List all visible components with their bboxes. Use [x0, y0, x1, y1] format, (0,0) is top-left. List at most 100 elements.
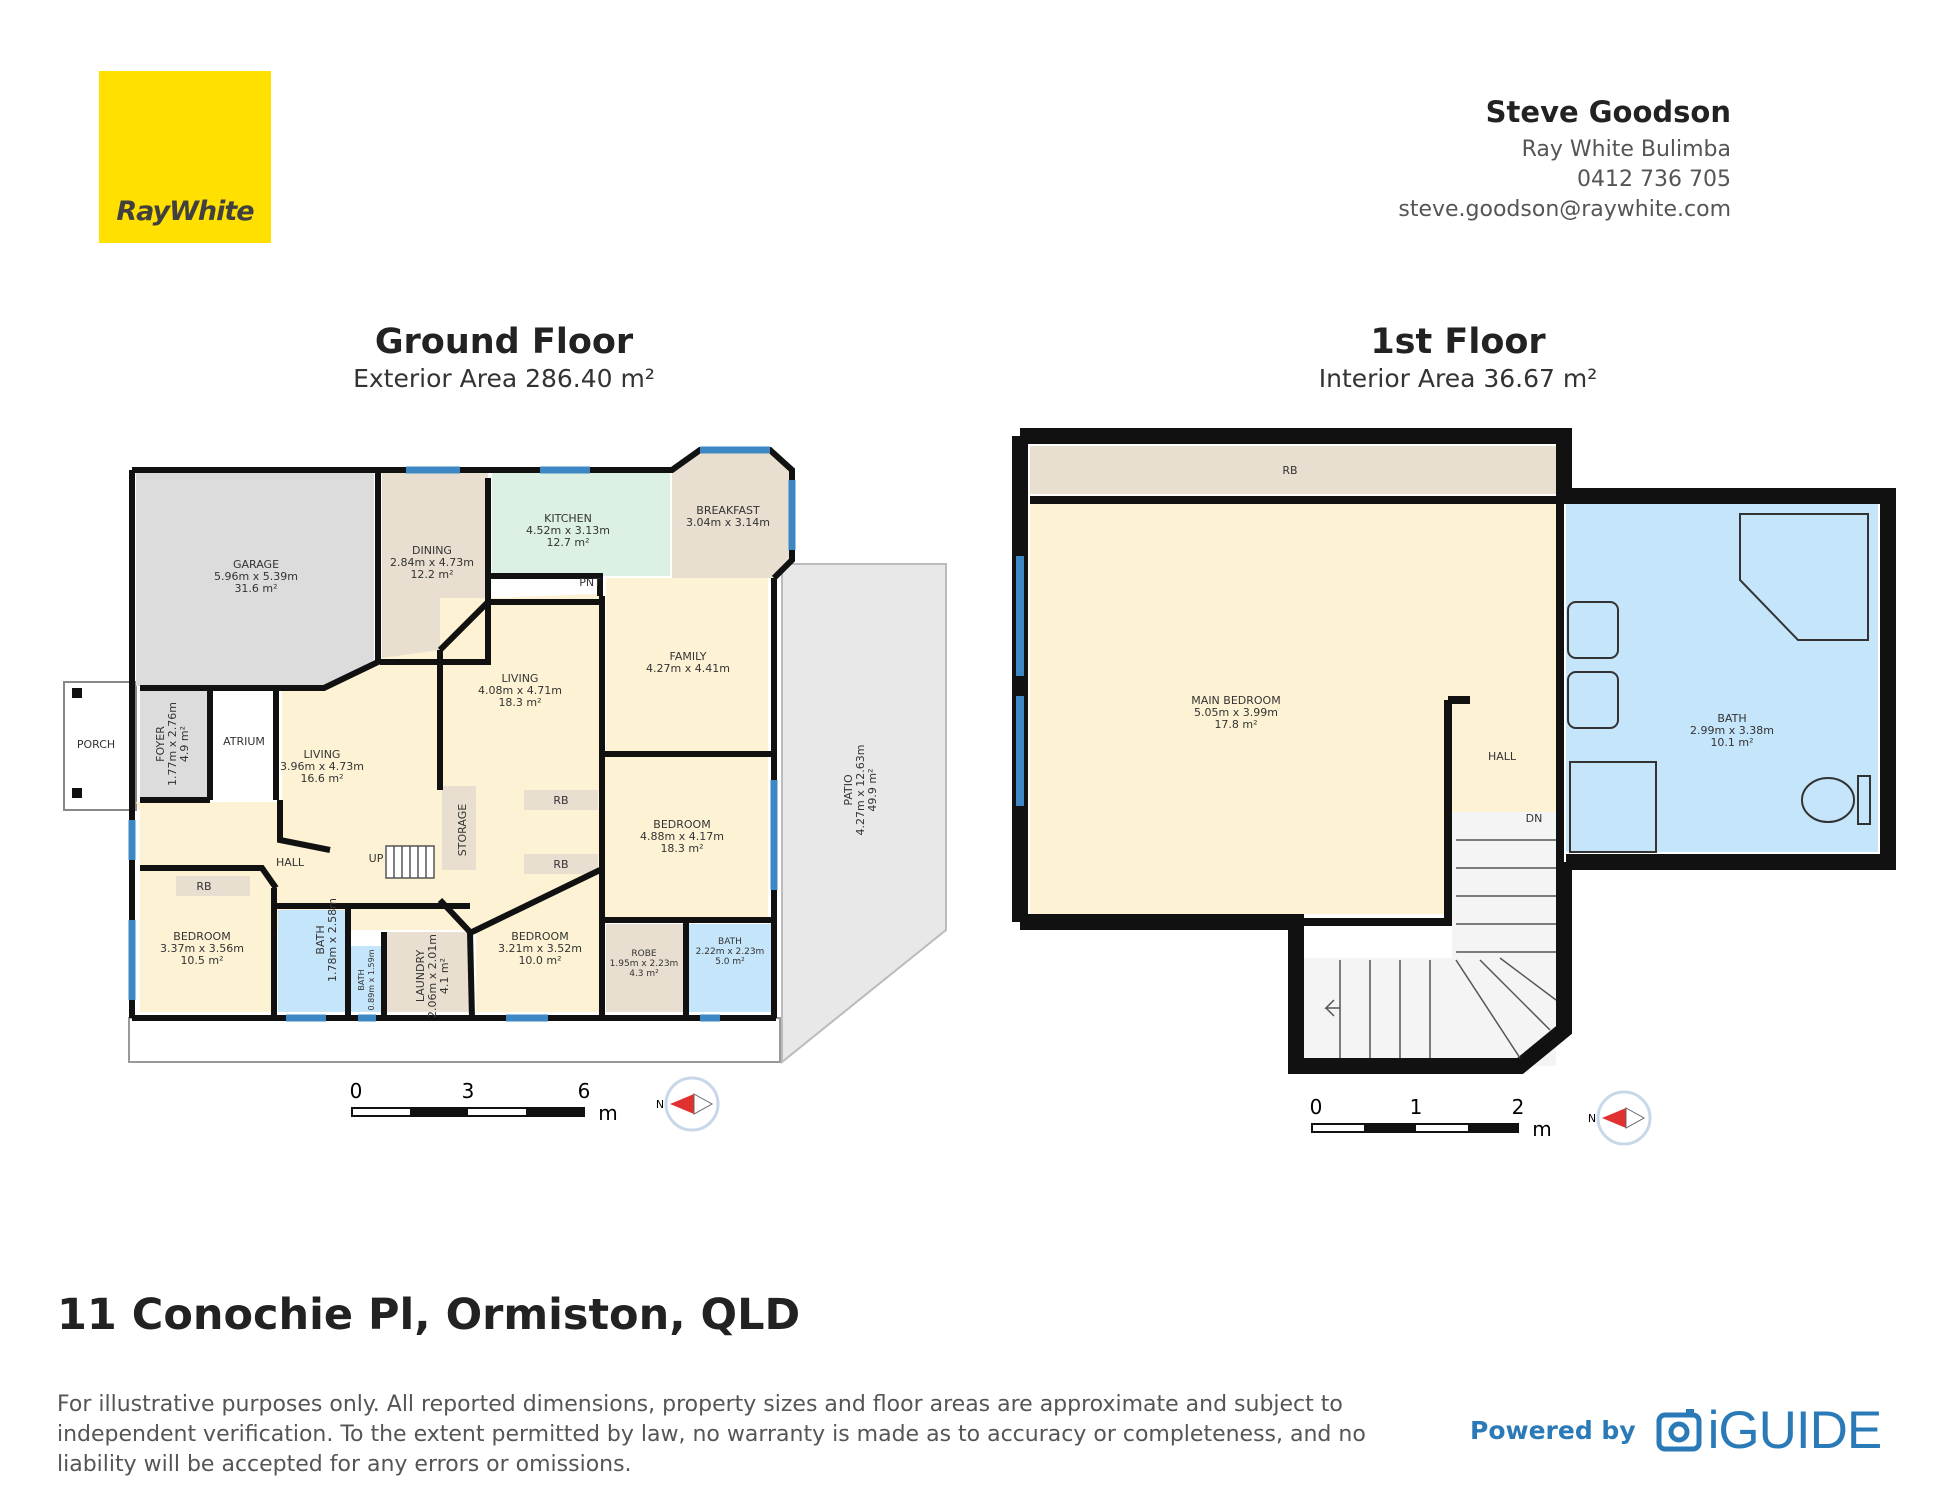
family-dims: 4.27m x 4.41m [646, 662, 730, 675]
laundry-dims: 2.06m x 2.01m [426, 934, 439, 1018]
scale-tick: 2 [1512, 1095, 1525, 1119]
ground-room-labels: GARAGE 5.96m x 5.39m 31.6 m² DINING 2.84… [77, 504, 879, 1018]
scale-unit: m [598, 1101, 617, 1125]
first-floor-plan: 0 1 2 m N RB MAIN BEDROOM 5.05m x 3.99m … [1012, 428, 1896, 1146]
bath-area-text: 10.1 m² [1710, 736, 1753, 749]
bath1-dims: 1.78m x 2.58m [326, 898, 339, 982]
dining-label: DINING [412, 544, 452, 557]
first-inner-walls [1030, 496, 1564, 926]
laundry-area-text: 4.1 m² [438, 958, 451, 994]
rb-label: RB [196, 880, 211, 893]
living1-label: LIVING [502, 672, 539, 685]
hall-label: HALL [276, 856, 305, 869]
robe-area-text: 4.3 m² [629, 969, 659, 979]
bath-dims: 2.99m x 3.38m [1690, 724, 1774, 737]
atrium-label: ATRIUM [223, 735, 265, 748]
scale-tick: 6 [578, 1079, 591, 1103]
bedroom-east-area-text: 18.3 m² [660, 842, 703, 855]
compass-icon: N [1588, 1090, 1652, 1146]
scale-tick: 3 [462, 1079, 475, 1103]
bedroom-west-label: BEDROOM [173, 930, 230, 943]
living2-dims: 3.96m x 4.73m [280, 760, 364, 773]
family-label: FAMILY [670, 650, 707, 663]
bath-label: BATH [1717, 712, 1746, 725]
bedroom-south-dims: 3.21m x 3.52m [498, 942, 582, 955]
breakfast-label: BREAKFAST [696, 504, 760, 517]
dn-label: DN [1526, 812, 1543, 825]
iguide-brand: iGUIDE [1707, 1401, 1883, 1460]
rb-label: RB [553, 858, 568, 871]
patio-dims: 4.27m x 12.63m [854, 745, 867, 836]
robe-label: ROBE [631, 949, 657, 959]
bedroom-west-area-text: 10.5 m² [180, 954, 223, 967]
first-floor-area: Interior Area 36.67 m² [1318, 364, 1598, 393]
bedroom-west-area [140, 868, 274, 1012]
bedroom-south-label: BEDROOM [511, 930, 568, 943]
garage-area-text: 31.6 m² [234, 582, 277, 595]
foyer-label: FOYER [154, 726, 167, 762]
foyer-area-text: 4.9 m² [178, 726, 191, 762]
ray-white-logo: RayWhite [99, 71, 271, 243]
property-address: 11 Conochie Pl, Ormiston, QLD [57, 1290, 801, 1340]
bath3-area [688, 924, 772, 1012]
first-floor-heading: 1st Floor Interior Area 36.67 m² [1158, 322, 1758, 393]
bath1-label: BATH [314, 925, 327, 954]
powered-by-iguide[interactable]: Powered by iGUIDE [1470, 1400, 1883, 1461]
garage-label: GARAGE [233, 558, 279, 571]
floor-plans: 0 3 6 m N GARAGE 5.96m x 5.39m 31.6 m² D… [63, 428, 1896, 1146]
hall-area [1452, 706, 1556, 808]
garage-dims: 5.96m x 5.39m [214, 570, 298, 583]
first-room-labels: RB MAIN BEDROOM 5.05m x 3.99m 17.8 m² HA… [1191, 464, 1774, 825]
breakfast-dims: 3.04m x 3.14m [686, 516, 770, 529]
bedroom-east-dims: 4.88m x 4.17m [640, 830, 724, 843]
kitchen-area-text: 12.7 m² [546, 536, 589, 549]
rb-label: RB [1282, 464, 1297, 477]
first-scale-bar: 0 1 2 m [1310, 1095, 1552, 1141]
dining-area-text: 12.2 m² [410, 568, 453, 581]
stairs-down [1324, 839, 1557, 1059]
agent-email[interactable]: steve.goodson@raywhite.com [1398, 197, 1731, 222]
atrium-area [212, 690, 274, 798]
ground-scale-bar: 0 3 6 m [350, 1079, 618, 1125]
bath3-area-text: 5.0 m² [715, 957, 745, 967]
scale-tick: 0 [350, 1079, 363, 1103]
bath1-area [278, 910, 346, 1012]
scale-tick: 0 [1310, 1095, 1323, 1119]
disclaimer-text: For illustrative purposes only. All repo… [57, 1392, 1366, 1477]
living2-label: LIVING [304, 748, 341, 761]
dining-dims: 2.84m x 4.73m [390, 556, 474, 569]
hall-label: HALL [1488, 750, 1517, 763]
kitchen-label: KITCHEN [544, 512, 592, 525]
patio-label: PATIO [842, 774, 855, 806]
living-area [440, 594, 604, 930]
foyer-area [140, 690, 208, 798]
up-label: UP [369, 852, 384, 865]
bath3-label: BATH [718, 937, 742, 947]
living2-area-text: 16.6 m² [300, 772, 343, 785]
ground-windows [128, 446, 796, 1022]
storage-area [442, 786, 476, 870]
compass-icon: N [656, 1076, 720, 1132]
rb-area [1030, 446, 1558, 494]
iguide-camera-icon [1656, 1408, 1702, 1451]
robe-area [606, 924, 684, 1012]
main-bedroom-dims: 5.05m x 3.99m [1194, 706, 1278, 719]
agent-phone[interactable]: 0412 736 705 [1577, 167, 1731, 192]
family-area [606, 578, 768, 752]
main-bedroom-area-text: 17.8 m² [1214, 718, 1257, 731]
powered-by-label: Powered by [1470, 1416, 1636, 1445]
ground-floor-plan: 0 3 6 m N GARAGE 5.96m x 5.39m 31.6 m² D… [63, 446, 947, 1132]
living1-area-text: 18.3 m² [498, 696, 541, 709]
scale-unit: m [1532, 1117, 1551, 1141]
porch-post [72, 688, 82, 698]
foyer-dims: 1.77m x 2.76m [166, 702, 179, 786]
breakfast-area [672, 450, 790, 578]
laundry-area [386, 932, 470, 1012]
porch-label: PORCH [77, 738, 115, 751]
garage-area [136, 472, 374, 686]
ground-floor-heading: Ground Floor Exterior Area 286.40 m² [204, 322, 804, 393]
agent-contact: Steve Goodson Ray White Bulimba 0412 736… [1398, 95, 1731, 225]
bedroom-east-area [604, 756, 768, 918]
deck-strip [128, 1017, 781, 1063]
ground-floor-area: Exterior Area 286.40 m² [353, 364, 655, 393]
